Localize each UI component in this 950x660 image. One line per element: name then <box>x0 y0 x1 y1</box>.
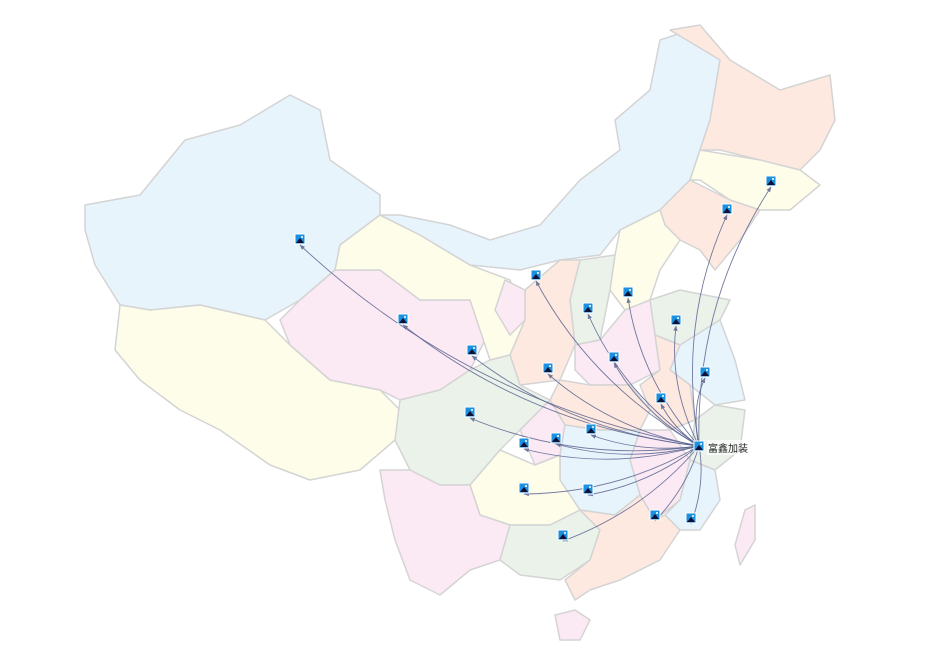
city-marker-icon[interactable] <box>542 362 554 374</box>
city-marker-icon[interactable] <box>557 529 569 541</box>
province-ningxia[interactable] <box>494 279 526 336</box>
city-marker-icon[interactable] <box>670 314 682 326</box>
city-marker-icon[interactable] <box>518 437 530 449</box>
city-marker-icon[interactable] <box>608 351 620 363</box>
flow-line <box>698 186 772 447</box>
city-marker-icon[interactable] <box>721 203 733 215</box>
flow-line <box>673 325 700 447</box>
city-marker-icon[interactable] <box>655 392 667 404</box>
flow-line <box>626 297 700 447</box>
flow-line <box>692 214 728 447</box>
province-fujian[interactable] <box>664 459 721 531</box>
city-markers <box>294 175 777 541</box>
city-marker-icon[interactable] <box>397 313 409 325</box>
flow-line <box>654 445 700 522</box>
province-hainan[interactable] <box>554 609 591 641</box>
city-marker-icon[interactable] <box>582 483 594 495</box>
flow-lines <box>299 186 772 542</box>
city-marker-icon[interactable] <box>622 286 634 298</box>
flow-line <box>469 417 700 452</box>
flow-line <box>555 443 700 455</box>
flow-line <box>590 434 700 449</box>
city-marker-icon[interactable] <box>582 302 594 314</box>
city-marker-icon[interactable] <box>685 512 697 524</box>
province-shaanxi[interactable] <box>509 259 581 386</box>
flow-line <box>523 445 700 460</box>
flow-line <box>471 355 700 447</box>
flow-line <box>562 445 700 542</box>
province-jilin[interactable] <box>689 149 821 211</box>
city-marker-icon[interactable] <box>530 269 542 281</box>
city-marker-icon[interactable] <box>294 233 306 245</box>
city-marker-icon[interactable] <box>585 423 597 435</box>
city-marker-icon[interactable] <box>550 432 562 444</box>
origin-marker-icon[interactable] <box>693 440 705 452</box>
flow-line <box>587 445 700 497</box>
flow-line <box>587 313 700 447</box>
flow-line <box>299 244 700 447</box>
flow-line <box>535 280 700 447</box>
city-marker-icon[interactable] <box>464 406 476 418</box>
province-zhejiang[interactable] <box>689 404 746 471</box>
city-marker-icon[interactable] <box>765 175 777 187</box>
province-heilongjiang[interactable] <box>669 24 836 171</box>
flow-line <box>523 445 700 497</box>
flow-line <box>547 373 700 447</box>
city-marker-icon[interactable] <box>466 344 478 356</box>
city-marker-icon[interactable] <box>649 509 661 521</box>
province-taiwan[interactable] <box>734 504 756 566</box>
origin-label: 富鑫加装 <box>707 440 749 455</box>
city-marker-icon[interactable] <box>518 482 530 494</box>
city-marker-icon[interactable] <box>699 366 711 378</box>
